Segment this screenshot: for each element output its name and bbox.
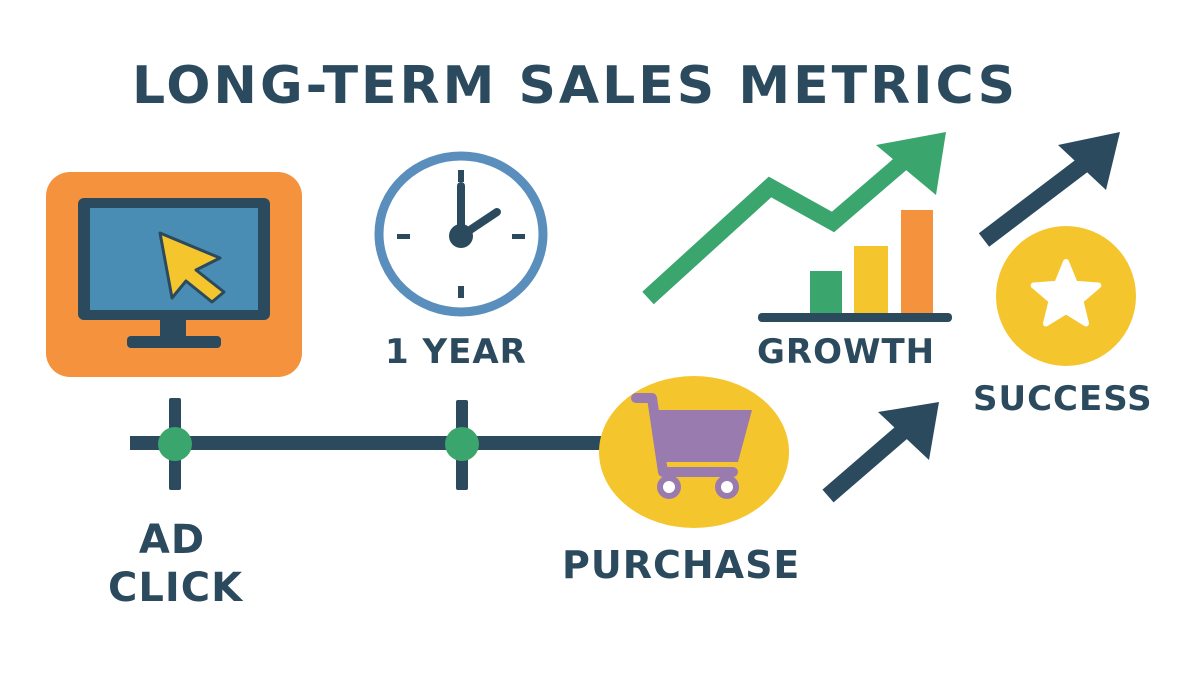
growth-chart-icon: [642, 132, 952, 322]
ad-click-label-line2: CLICK: [108, 565, 244, 611]
up-right-arrow-icon: [978, 132, 1120, 247]
ad-click-label-line1: AD: [138, 517, 206, 563]
timeline-node-ad-click: [158, 427, 192, 461]
success-label: SUCCESS: [973, 379, 1153, 419]
growth-label: GROWTH: [757, 332, 936, 372]
page-title: LONG-TERM SALES METRICS: [131, 56, 1019, 116]
timeline-node-year: [445, 427, 479, 461]
purchase-label: PURCHASE: [562, 543, 801, 587]
star-icon: [996, 226, 1136, 366]
shopping-cart-icon: [599, 376, 789, 528]
clock-icon: [374, 151, 548, 317]
timeline-line: [130, 436, 608, 450]
monitor-with-cursor-icon: [46, 172, 302, 377]
timeline: [130, 398, 608, 490]
year-label: 1 YEAR: [385, 332, 527, 372]
up-right-arrow-icon: [822, 402, 939, 503]
ad-click-label: AD CLICK: [108, 516, 244, 612]
